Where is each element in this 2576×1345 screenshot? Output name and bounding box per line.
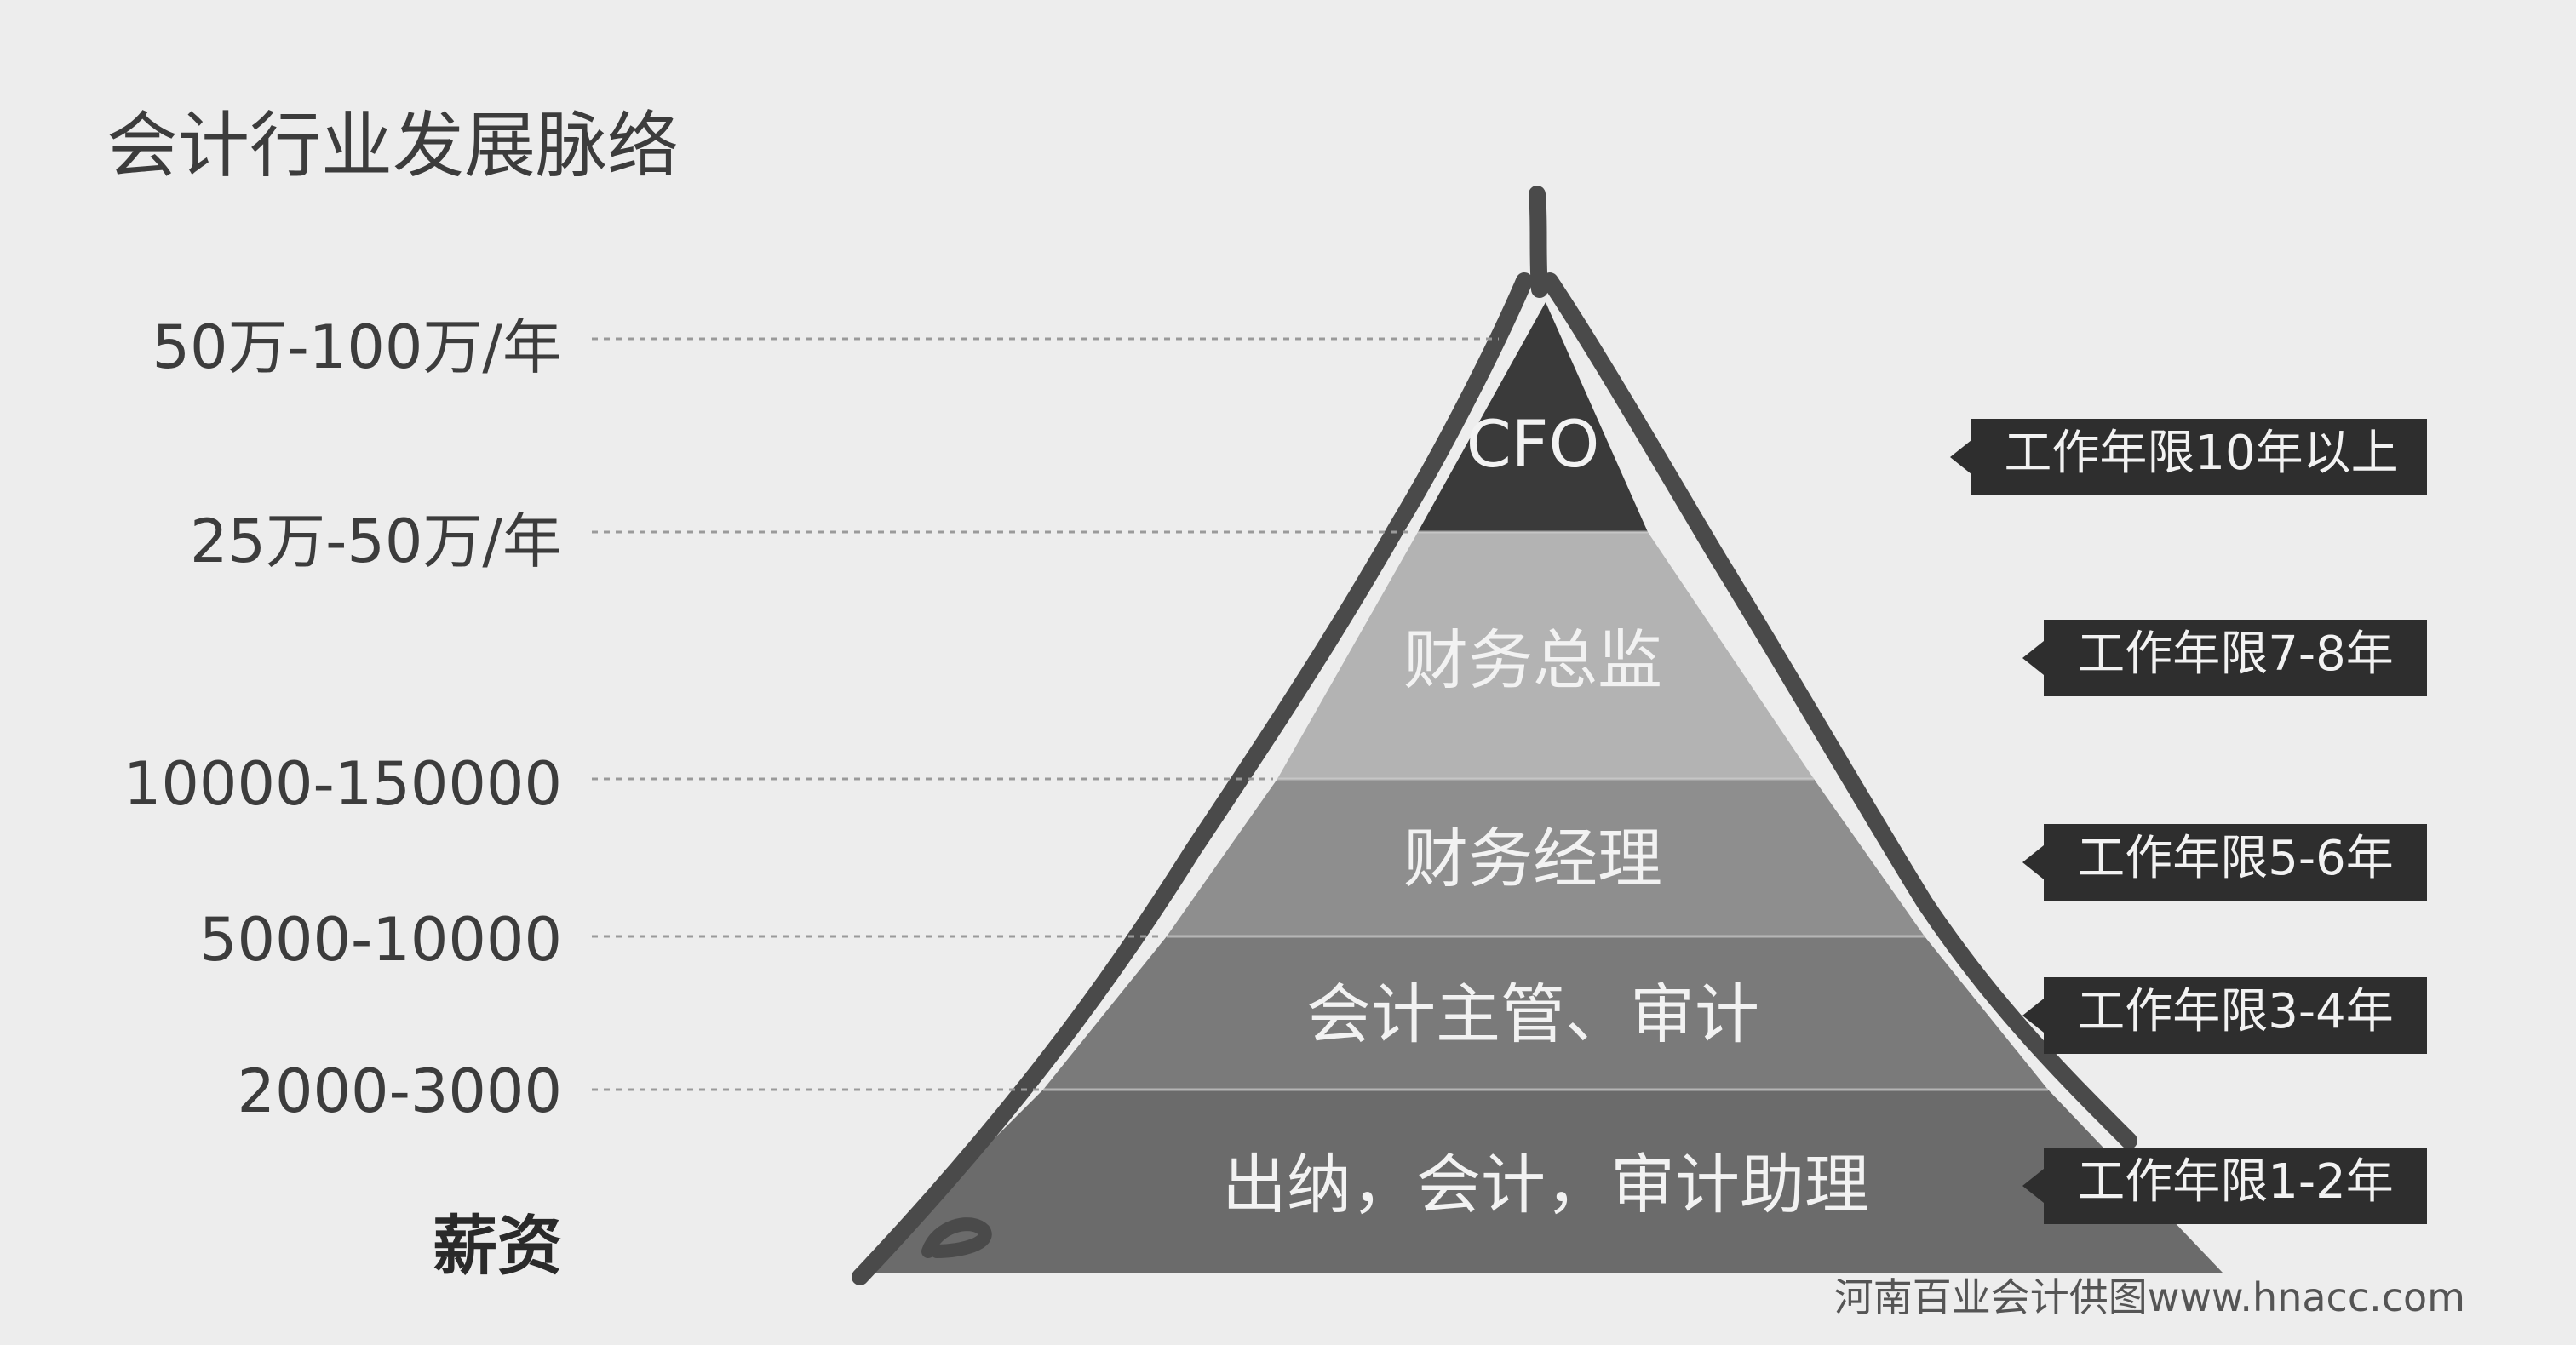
- salary-guide-lines: [592, 337, 1499, 1091]
- years-badge: 工作年限10年以上: [1950, 419, 2427, 495]
- diagram-title: 会计行业发展脉络: [106, 104, 679, 187]
- level-name-finance-manager: 财务经理: [1403, 821, 1662, 896]
- level-name-cashier-assistant: 出纳，会计，审计助理: [1222, 1147, 1869, 1222]
- salary-label: 50万-100万/年: [152, 312, 562, 382]
- salary-label: 25万-50万/年: [190, 507, 562, 576]
- years-badge-label: 工作年限10年以上: [2004, 426, 2398, 481]
- band-finance-director: [1277, 532, 1814, 779]
- years-badge-label: 工作年限3-4年: [2077, 984, 2393, 1039]
- years-badge: 工作年限3-4年: [2022, 977, 2427, 1054]
- years-badge: 工作年限5-6年: [2022, 824, 2427, 901]
- salary-label: 2000-3000: [237, 1056, 562, 1126]
- years-badge: 工作年限1-2年: [2022, 1148, 2427, 1224]
- band-cfo: [1418, 302, 1648, 532]
- level-name-accounting-supervisor: 会计主管、审计: [1306, 976, 1759, 1052]
- years-badge-label: 工作年限1-2年: [2077, 1154, 2393, 1210]
- salary-label: 5000-10000: [199, 905, 562, 975]
- watermark: 河南百业会计供图www.hnacc.com: [1834, 1274, 2465, 1320]
- band-separators: [1043, 530, 2048, 1091]
- years-badge: 工作年限7-8年: [2022, 620, 2427, 696]
- band-accounting-supervisor: [1043, 936, 2048, 1090]
- years-badge-label: 工作年限7-8年: [2077, 627, 2393, 682]
- salary-header: 薪资: [433, 1208, 562, 1284]
- level-name-cfo: CFO: [1466, 406, 1600, 482]
- level-name-finance-director: 财务总监: [1403, 622, 1662, 698]
- years-badge-label: 工作年限5-6年: [2077, 831, 2393, 886]
- pyramid-outline-scribble: [921, 1217, 992, 1258]
- band-finance-manager: [1167, 779, 1925, 936]
- pyramid-outline: [852, 186, 2137, 1285]
- band-cashier-assistant: [860, 1090, 2223, 1273]
- salary-label: 10000-150000: [123, 749, 562, 819]
